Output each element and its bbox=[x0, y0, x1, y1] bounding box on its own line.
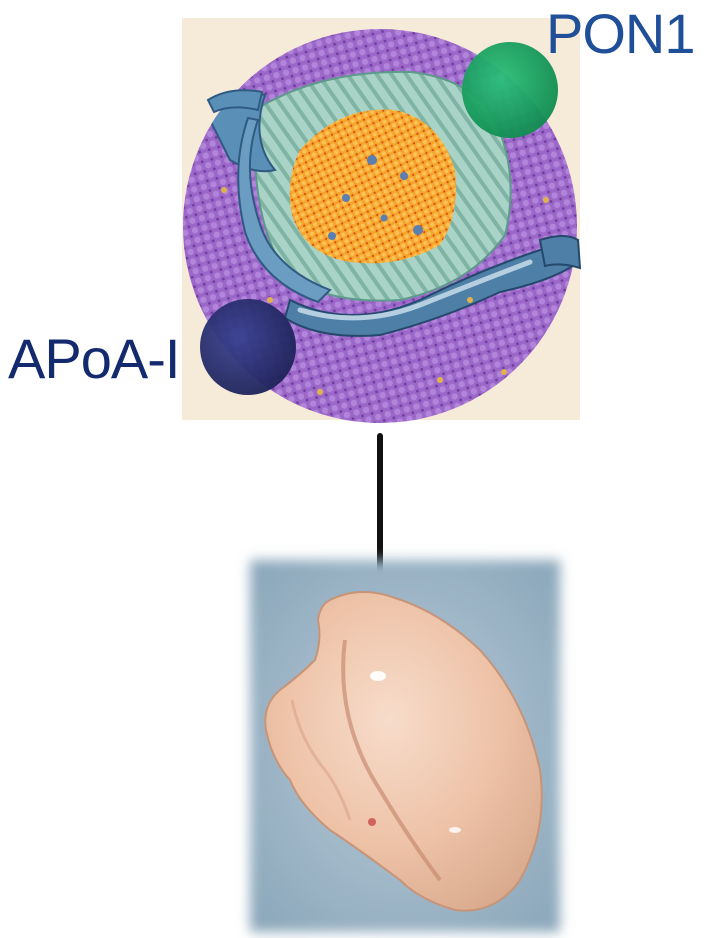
tissue-highlight bbox=[370, 671, 386, 681]
pon1-disc-icon bbox=[462, 42, 558, 138]
apolipoprotein-ribbon-tail bbox=[540, 236, 580, 268]
tissue-specimen-photo bbox=[250, 560, 560, 932]
tissue-spot bbox=[368, 818, 376, 826]
apoa1-disc-icon bbox=[200, 299, 296, 395]
pon1-label: PON1 bbox=[546, 6, 695, 62]
hdl-particle-illustration bbox=[182, 18, 580, 423]
tissue-highlight-2 bbox=[449, 827, 461, 833]
apoa1-label: APoA-I bbox=[8, 331, 179, 387]
